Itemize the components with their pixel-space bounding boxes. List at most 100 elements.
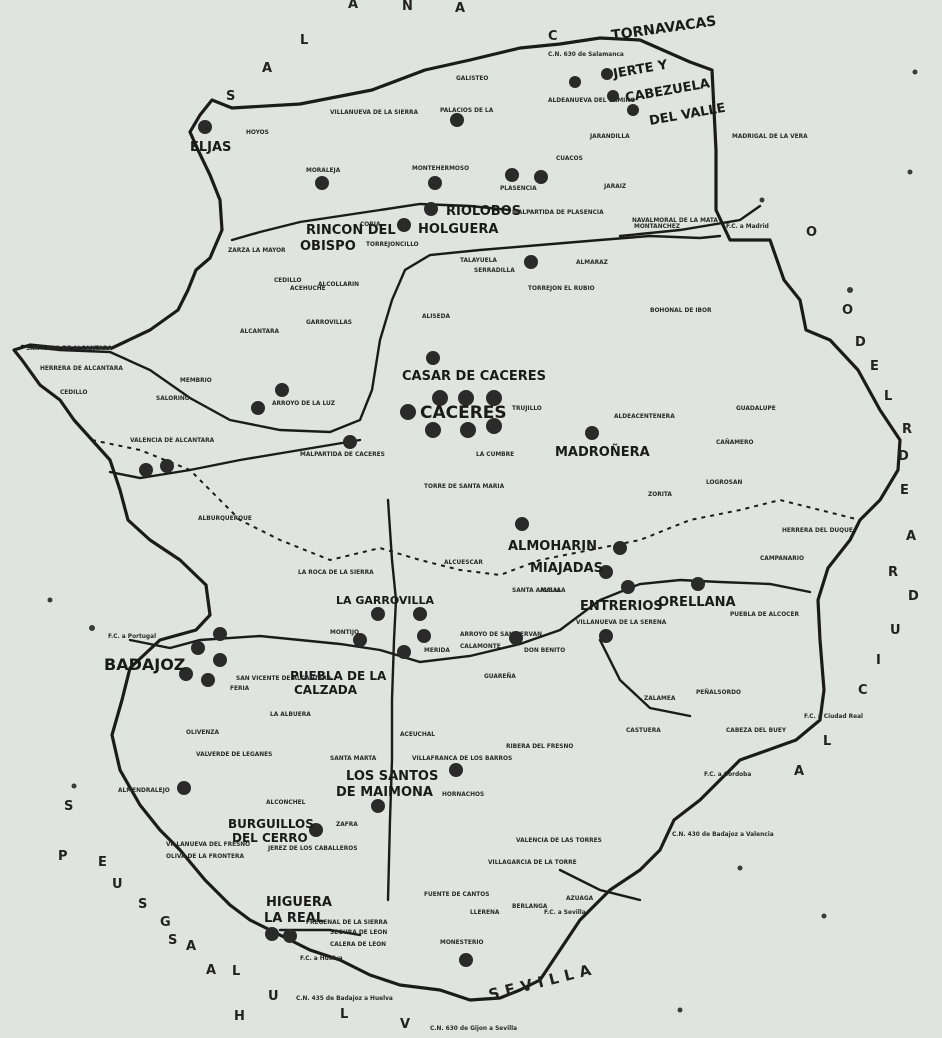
label-small: VILLAFRANCA DE LOS BARROS [412,754,512,762]
label-small: CORIA [360,220,381,228]
road-huelva [278,928,362,937]
label-small: HOYOS [246,128,269,136]
dot-arroyo2 [251,401,265,415]
scatter-dot [847,287,853,293]
dot-miajadas2 [599,565,613,579]
label-maimona: DE MAIMONA [336,785,433,800]
scatter-dot [47,597,53,603]
dot-palacios [450,113,464,127]
label-holguera: HOLGUERA [418,222,498,237]
label-small: RIBERA DEL FRESNO [506,742,573,750]
border-letter: G [160,915,171,930]
border-letter: O [806,225,817,240]
border-letter: E [98,855,107,870]
label-small: JARAIZ [603,182,626,190]
label-small: OLIVENZA [186,728,220,736]
road-caceres-valencia [108,438,362,480]
border-letter: S [138,897,147,912]
label-small: ACEUCHAL [400,730,435,738]
label-garrovilla: LA GARROVILLA [336,594,435,607]
label-small: C.N. 430 de Badajoz a Valencia [672,830,774,838]
border-letter: U [268,989,279,1004]
scatter-dot [737,865,743,871]
label-small: DON BENITO [524,646,565,654]
dot-almendralejo [177,781,191,795]
label-small: SAN VICENTE DE ALCANTARA [236,674,332,682]
label-small: ZALAMEA [644,694,676,702]
label-small: LA ALBUERA [270,710,311,718]
label-small: ALDEACENTENERA [614,412,675,420]
label-small: ZORITA [648,490,672,498]
label-small: BOHONAL DE IBOR [650,306,712,314]
label-small: HERRERA DEL DUQUE [782,526,853,534]
dot-badajoz1 [213,627,227,641]
border-letter: D [908,589,919,604]
label-small: F.C. a Huelva [300,954,343,962]
label-small: SERRADILLA [474,266,515,274]
dot-caceres2 [432,390,448,406]
label-small: ALMENDRALEJO [118,786,170,794]
label-small: ZARZA LA MAYOR [228,246,286,254]
border-letter: R [888,565,898,580]
label-obispo: OBISPO [300,239,356,254]
dot-casar [426,351,440,365]
label-puebla: PUEBLA DE LA [290,669,387,683]
label-small: ALCANTARA [240,327,279,335]
label-small: MONTIJO [330,628,359,636]
label-small: TALAYUELA [460,256,497,264]
label-small: C.N. 435 de Badajoz a Huelva [296,994,393,1002]
label-small: FREGENAL DE LA SIERRA [306,918,388,926]
label-small: LA CUMBRE [476,450,514,458]
label-small: MADRIGAL DE LA VERA [732,132,808,140]
scatter-dot [677,1007,683,1013]
border-letter: S [226,89,235,104]
dot-badajoz4 [179,667,193,681]
label-small: VILLANUEVA DEL FRESNO [166,840,250,848]
dot-plasencia2 [534,170,548,184]
border-letter: O [842,303,853,318]
label-small: HORNACHOS [442,790,484,798]
dot-higuera2 [283,929,297,943]
dot-merida3 [397,645,411,659]
border-letter: C [858,683,868,698]
label-small: CEDILLO [60,388,88,396]
label-small: CALERA DE LEON [330,940,386,948]
border-letter: R [902,422,912,437]
dot-maimona [371,799,385,813]
dot-caceres5 [425,422,441,438]
label-small: ACEHUCHE [290,284,326,292]
dot-badajoz5 [201,673,215,687]
dot-cabezuela [627,104,639,116]
label-small: MONTANCHEZ [634,222,680,230]
dot-caceres3 [458,390,474,406]
border-letter: L [340,1007,348,1022]
dot-higuera1 [265,927,279,941]
river-tajo [20,234,722,434]
label-orellana: ORELLANA [658,595,736,610]
label-small: JEREZ DE LOS CABALLEROS [267,844,357,852]
label-small: MALPARTIDA DE CACERES [300,450,385,458]
dot-miajadas1 [613,541,627,555]
border-letter: L [884,389,892,404]
border-letter: E [900,483,909,498]
label-higuera: HIGUERA [266,895,332,910]
label-small: F.C. a Cordoba [704,770,751,778]
dot-caceres6 [460,422,476,438]
border-letter: L [300,33,308,48]
label-small: LA ROCA DE LA SIERRA [298,568,374,576]
label-small: GUADALUPE [736,404,776,412]
label-santos: LOS SANTOS [346,769,438,784]
dot-entrerios [621,580,635,594]
border-letter: C [548,29,558,44]
region-border [12,36,902,1002]
dot-badajoz3 [213,653,227,667]
label-small: HERRERA DE ALCANTARA [40,364,123,372]
label-eljas: ELJAS [190,140,231,155]
border-letter: H [234,1009,245,1024]
scatter-dot [89,625,95,631]
label-small: SANTIAGO DE ALCANTARA [26,344,112,352]
label-small: LOGROSAN [706,478,742,486]
label-small: CALAMONTE [460,642,501,650]
label-miajadas: MIAJADAS [530,561,603,576]
label-small: TORREJONCILLO [366,240,419,248]
